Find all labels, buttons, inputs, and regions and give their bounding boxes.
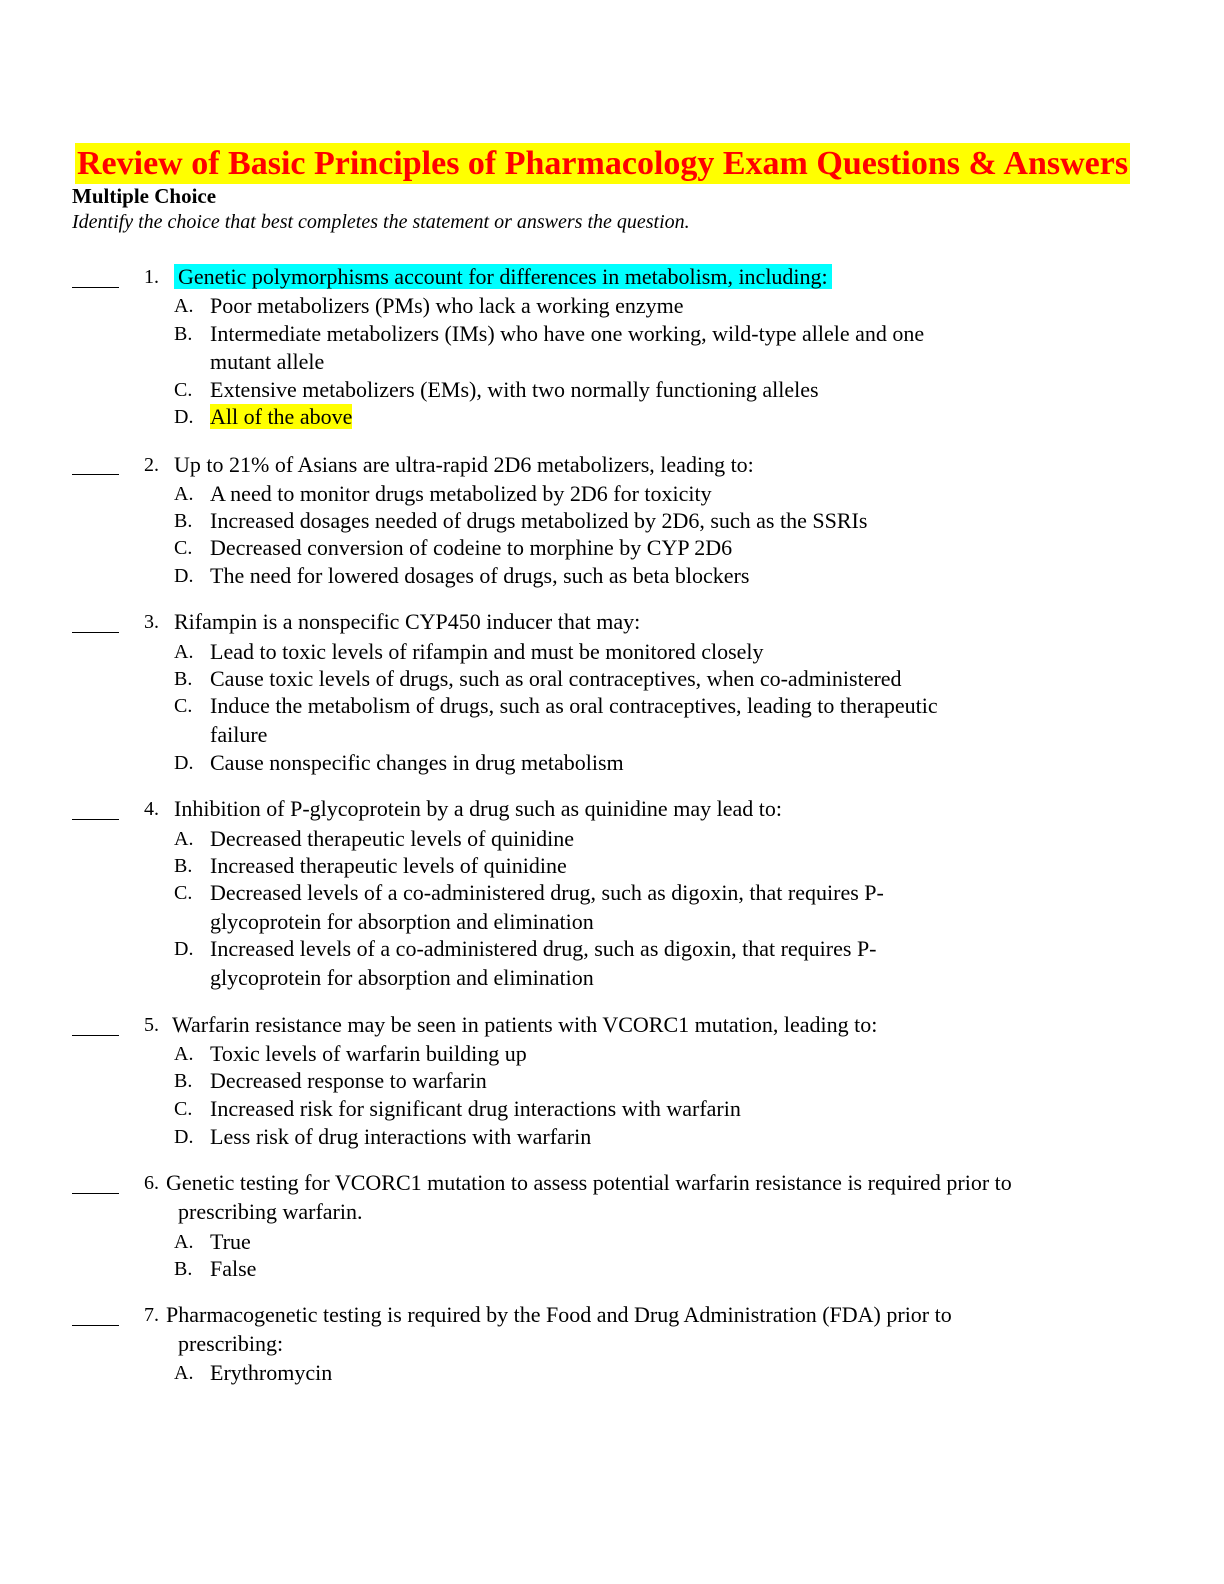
question-number: 1. (144, 266, 159, 288)
section-heading: Multiple Choice (72, 184, 217, 208)
option-letter: A. (174, 641, 194, 663)
option-letter: A. (174, 483, 194, 505)
option-text: Cause nonspecific changes in drug metabo… (210, 750, 624, 775)
answer-blank-1[interactable] (72, 287, 119, 288)
answer-blank-4[interactable] (72, 819, 119, 820)
option-text: Less risk of drug interactions with warf… (210, 1124, 592, 1149)
option-text: Decreased therapeutic levels of quinidin… (210, 826, 575, 851)
option-text: A need to monitor drugs metabolized by 2… (210, 481, 712, 506)
option-text-continued: glycoprotein for absorption and eliminat… (210, 965, 594, 990)
question-text: Inhibition of P-glycoprotein by a drug s… (174, 796, 782, 821)
option-text-continued: failure (210, 722, 268, 747)
question-number: 2. (144, 454, 159, 476)
answer-blank-5[interactable] (72, 1035, 119, 1036)
answer-blank-7[interactable] (72, 1325, 119, 1326)
option-letter: D. (174, 752, 194, 774)
instructions-text: Identify the choice that best completes … (72, 211, 690, 233)
option-letter: D. (174, 406, 194, 428)
question-text: Pharmacogenetic testing is required by t… (166, 1302, 952, 1327)
option-text-continued: mutant allele (210, 349, 325, 374)
option-letter: B. (174, 510, 193, 532)
option-text: True (210, 1229, 251, 1254)
question-number: 7. (144, 1304, 159, 1326)
option-letter: C. (174, 1098, 193, 1120)
option-letter: B. (174, 1070, 193, 1092)
option-text: False (210, 1256, 257, 1281)
option-text: Cause toxic levels of drugs, such as ora… (210, 666, 902, 691)
option-text: Decreased response to warfarin (210, 1068, 487, 1093)
question-text: Rifampin is a nonspecific CYP450 inducer… (174, 609, 641, 634)
answer-blank-3[interactable] (72, 632, 119, 633)
question-text: Warfarin resistance may be seen in patie… (172, 1012, 878, 1037)
option-text: Increased levels of a co-administered dr… (210, 936, 877, 961)
option-letter: B. (174, 1258, 193, 1280)
option-letter: D. (174, 565, 194, 587)
option-text-continued: glycoprotein for absorption and eliminat… (210, 909, 594, 934)
question-text: Up to 21% of Asians are ultra-rapid 2D6 … (174, 452, 754, 477)
question-number: 5. (144, 1014, 159, 1036)
question-text: Genetic polymorphisms account for differ… (174, 263, 832, 291)
question-text-continued: prescribing: (178, 1331, 284, 1356)
answer-blank-2[interactable] (72, 474, 119, 475)
option-letter: C. (174, 695, 193, 717)
answer-blank-6[interactable] (72, 1193, 119, 1194)
question-number: 3. (144, 611, 159, 633)
option-letter: C. (174, 379, 193, 401)
option-text: Increased therapeutic levels of quinidin… (210, 853, 567, 878)
option-text: Extensive metabolizers (EMs), with two n… (210, 377, 819, 402)
option-letter: C. (174, 882, 193, 904)
question-text: Genetic testing for VCORC1 mutation to a… (166, 1170, 1012, 1195)
option-letter: A. (174, 1043, 194, 1065)
option-letter: B. (174, 323, 193, 345)
option-text: Poor metabolizers (PMs) who lack a worki… (210, 293, 684, 318)
option-text: Decreased conversion of codeine to morph… (210, 535, 733, 560)
option-text: Intermediate metabolizers (IMs) who have… (210, 321, 925, 346)
option-text: Induce the metabolism of drugs, such as … (210, 693, 938, 718)
option-letter: C. (174, 537, 193, 559)
option-text: Decreased levels of a co-administered dr… (210, 880, 884, 905)
option-letter: A. (174, 1231, 194, 1253)
option-letter: D. (174, 1126, 194, 1148)
highlighted-answer: All of the above (210, 404, 353, 429)
option-letter: A. (174, 295, 194, 317)
document-title: Review of Basic Principles of Pharmacolo… (75, 143, 1131, 184)
option-text: All of the above (210, 403, 353, 431)
option-text: Lead to toxic levels of rifampin and mus… (210, 639, 764, 664)
option-letter: B. (174, 668, 193, 690)
highlighted-question-text: Genetic polymorphisms account for differ… (174, 264, 832, 289)
option-letter: A. (174, 1362, 194, 1384)
question-number: 4. (144, 798, 159, 820)
option-text: The need for lowered dosages of drugs, s… (210, 563, 750, 588)
option-letter: A. (174, 828, 194, 850)
option-text: Increased dosages needed of drugs metabo… (210, 508, 868, 533)
option-letter: B. (174, 855, 193, 877)
option-text: Increased risk for significant drug inte… (210, 1096, 741, 1121)
option-text: Erythromycin (210, 1360, 333, 1385)
question-number: 6. (144, 1172, 159, 1194)
option-text: Toxic levels of warfarin building up (210, 1041, 527, 1066)
question-text-continued: prescribing warfarin. (178, 1199, 363, 1224)
option-letter: D. (174, 938, 194, 960)
